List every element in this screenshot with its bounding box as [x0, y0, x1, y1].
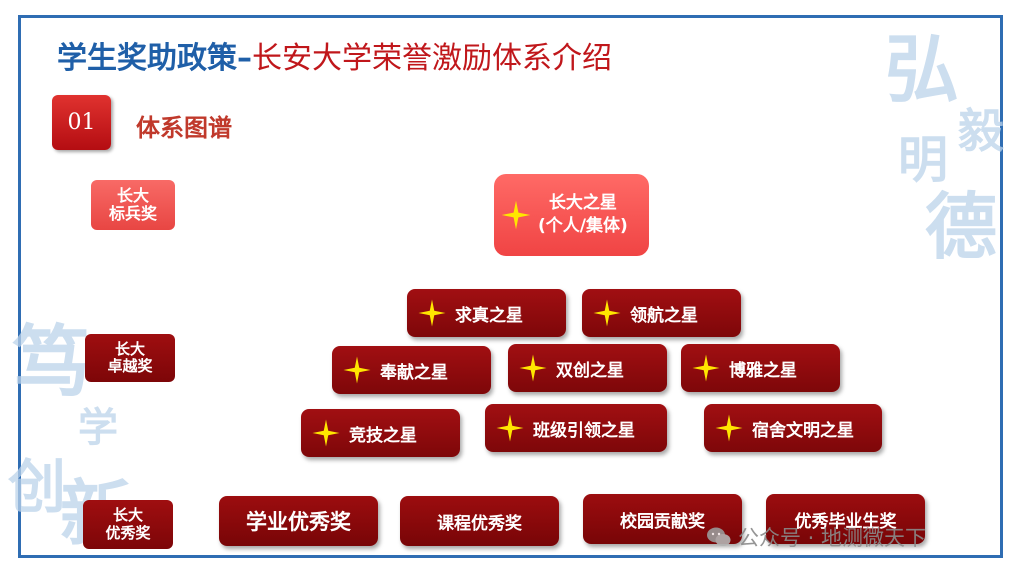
award-zhuoyue-line2: 卓越奖 — [107, 357, 153, 375]
star-banji-label: 班级引领之星 — [533, 420, 635, 441]
sparkle-star-icon — [593, 299, 621, 327]
title-system: 长安大学荣誉激励体系介绍 — [252, 41, 612, 76]
award-youxiu: 长大优秀奖 — [83, 500, 173, 549]
title-policy: 学生奖助政策 — [57, 41, 237, 76]
watermark-text: 公众号 · 地测微天下 — [738, 526, 927, 550]
star-qiuzhen: 求真之星 — [407, 289, 566, 337]
star-boya: 博雅之星 — [681, 344, 840, 392]
calligraphy-char-xue: 学 — [78, 404, 118, 451]
star-fengxian: 奉献之星 — [332, 346, 491, 394]
category-kecheng: 课程优秀奖 — [400, 496, 559, 546]
award-youxiu-line2: 优秀奖 — [105, 523, 151, 542]
award-zhuoyue: 长大卓越奖 — [85, 334, 175, 382]
page-title: 学生奖助政策–长安大学荣誉激励体系介绍 — [57, 33, 612, 77]
calligraphy-char-ming: 明 — [898, 130, 948, 189]
award-biaobing-line2: 标兵奖 — [108, 204, 157, 223]
star-banji: 班级引领之星 — [485, 404, 667, 452]
section-number-badge: 01 — [52, 95, 111, 150]
star-sushe-label: 宿舍文明之星 — [752, 420, 854, 441]
section-title: 体系图谱 — [136, 114, 232, 142]
award-biaobing-line1: 长大 — [116, 185, 149, 205]
calligraphy-char-du: 笃 — [12, 317, 91, 408]
star-boya-label: 博雅之星 — [729, 360, 797, 381]
star-sushe: 宿舍文明之星 — [704, 404, 882, 452]
top-star-line1: 长大之星 — [548, 193, 617, 214]
award-youxiu-line1: 长大 — [112, 506, 143, 525]
star-fengxian-label: 奉献之星 — [380, 362, 448, 383]
category-xueye: 学业优秀奖 — [219, 496, 378, 546]
watermark: 公众号 · 地测微天下 — [706, 522, 926, 552]
star-shuangchuang: 双创之星 — [508, 344, 667, 392]
sparkle-star-icon — [501, 200, 531, 230]
star-linghang: 领航之星 — [582, 289, 741, 337]
sparkle-star-icon — [418, 299, 446, 327]
sparkle-star-icon — [496, 414, 524, 442]
sparkle-star-icon — [343, 356, 371, 384]
sparkle-star-icon — [715, 414, 743, 442]
sparkle-star-icon — [312, 419, 340, 447]
wechat-icon — [707, 527, 731, 546]
calligraphy-char-hong: 弘 — [885, 27, 959, 113]
calligraphy-char-yi: 毅 — [958, 104, 1004, 158]
star-shuangchuang-label: 双创之星 — [556, 360, 624, 381]
award-biaobing: 长大标兵奖 — [91, 180, 175, 230]
sparkle-star-icon — [692, 354, 720, 382]
star-qiuzhen-label: 求真之星 — [455, 305, 523, 326]
award-zhuoyue-line1: 长大 — [114, 339, 145, 358]
star-jingji: 竞技之星 — [301, 409, 460, 457]
category-biyesheng: 优秀毕业生奖 — [766, 494, 925, 544]
star-linghang-label: 领航之星 — [630, 305, 698, 326]
star-jingji-label: 竞技之星 — [349, 425, 417, 446]
slide-frame — [18, 15, 1003, 558]
calligraphy-char-chuang: 创 — [8, 453, 67, 521]
sparkle-star-icon — [519, 354, 547, 382]
title-dash: – — [237, 41, 252, 76]
top-star-card: 长大之星 (个人/集体) — [494, 174, 649, 256]
top-star-line2: (个人/集体) — [538, 216, 628, 236]
calligraphy-char-de: 德 — [925, 184, 998, 269]
